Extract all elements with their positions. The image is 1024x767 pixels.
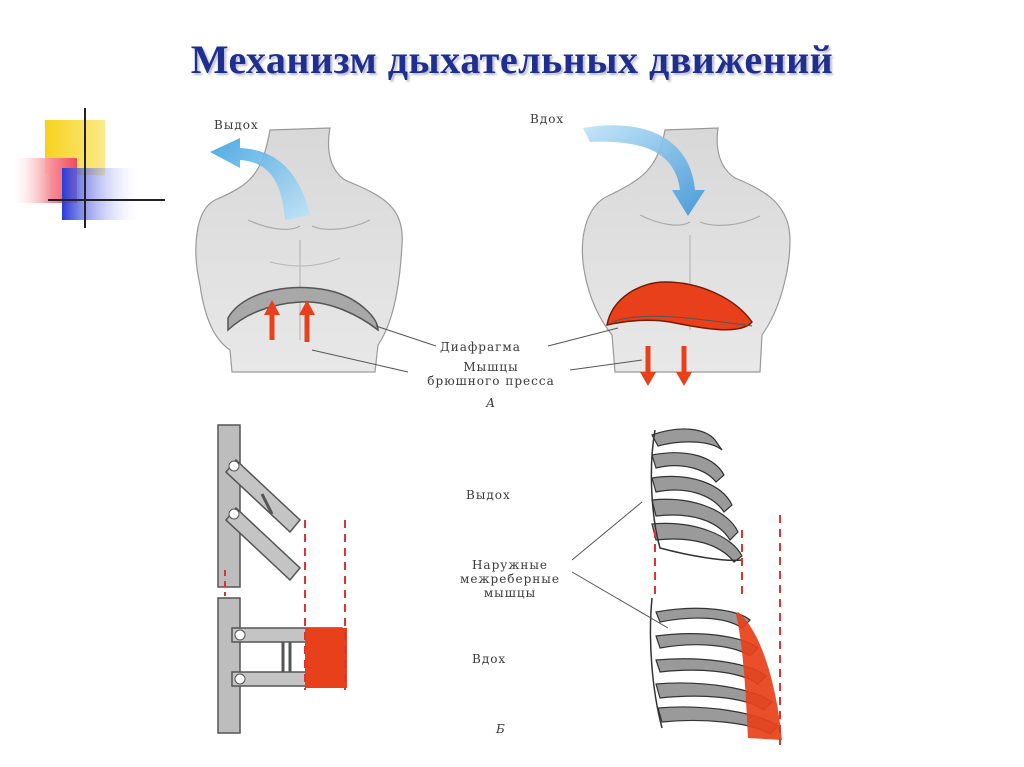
abdominal-muscles-label: Мышцы брюшного пресса xyxy=(406,360,576,388)
bottom-inhale-label: Вдох xyxy=(472,652,506,666)
ribcage-exhale xyxy=(651,429,742,562)
panel-b-letter: Б xyxy=(496,722,506,736)
bottom-exhale-label: Выдох xyxy=(466,488,511,502)
diaphragm-label: Диафрагма xyxy=(440,340,521,354)
intercostal-label-line1: Наружные xyxy=(440,558,580,572)
exhale-torso xyxy=(196,128,402,372)
intercostal-label-line3: мышцы xyxy=(440,586,580,600)
abdominal-label-line1: Мышцы xyxy=(406,360,576,374)
lever-model xyxy=(218,425,347,733)
intercostal-label-line2: межреберные xyxy=(440,572,580,586)
ribcage-inhale xyxy=(650,596,782,740)
lever-muscle-red xyxy=(305,628,347,688)
panel-a-letter: А xyxy=(486,396,496,410)
intercostal-muscles-label: Наружные межреберные мышцы xyxy=(440,558,580,600)
top-right-inhale-label: Вдох xyxy=(530,112,564,126)
abdominal-label-line2: брюшного пресса xyxy=(406,374,576,388)
top-left-exhale-label: Выдох xyxy=(214,118,259,132)
